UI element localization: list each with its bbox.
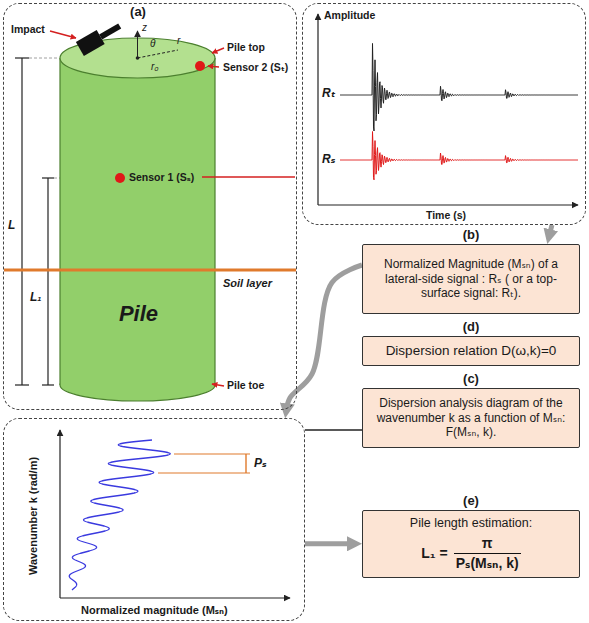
dimension-tick: [15, 57, 29, 58]
origin-dot: [136, 56, 140, 60]
magnitude-axis: [60, 597, 290, 598]
dispersion-chart-panel: Wavenumber k (rad/m) Normalized magnitude…: [3, 418, 305, 621]
hammer-handle: [99, 23, 121, 39]
axis-label: r: [177, 35, 180, 47]
top-signal-trace: [340, 43, 578, 131]
period-bracket: [174, 453, 250, 454]
formula-denominator: Pₛ(Mₛₙ, k): [454, 553, 521, 572]
period-bracket: [158, 472, 250, 473]
signal-label: Rₛ: [322, 153, 335, 167]
dimension-line: [47, 178, 48, 385]
leader-arrow: [208, 66, 219, 67]
leader-arrow: [212, 384, 224, 386]
connector-line: [305, 429, 362, 430]
step-letter: (c): [363, 371, 579, 387]
pile-edge: [59, 58, 60, 385]
flow-arrow: [286, 265, 362, 409]
flow-arrow: [549, 225, 551, 235]
side-signal-trace: [340, 132, 578, 180]
axis-label: Amplitude: [324, 9, 375, 21]
signal-label: Rₜ: [322, 87, 335, 101]
r-axis: [138, 50, 179, 58]
axis-label: z: [142, 22, 147, 34]
sensor-dot: [115, 173, 125, 183]
step-letter: (b): [363, 227, 579, 243]
axis-label: Normalized magnitude (Mₛₙ): [81, 604, 228, 617]
impact-label: Impact: [11, 23, 45, 35]
signal-panel: AmplitudeRₜRₛTime (s): [302, 3, 586, 225]
process-box: (b)Normalized Magnitude (Mₛₙ) of a later…: [362, 244, 580, 314]
formula-lhs: L₁ =: [421, 545, 447, 562]
pile-body: [60, 58, 215, 385]
axis-label: Wavenumber k (rad/m): [27, 457, 40, 575]
dimension-tick: [42, 177, 54, 178]
pile-toe-label: Pile toe: [227, 379, 264, 391]
soil-label: Soil layer: [223, 277, 272, 290]
panel-letter: (a): [130, 5, 146, 20]
dimension-label: L: [8, 219, 15, 233]
radius-label: r₀: [151, 61, 159, 73]
formula-fraction: πPₛ(Mₛₙ, k): [454, 535, 521, 572]
k-axis: [59, 430, 60, 598]
pile-edge: [214, 58, 215, 385]
period-label: Pₛ: [254, 457, 267, 471]
sensor-dot: [195, 61, 205, 71]
leader-arrow: [212, 48, 224, 53]
dimension-tick: [15, 384, 29, 385]
box-text: Pile length estimation:: [410, 516, 532, 531]
impact-arrow: [50, 31, 76, 38]
time-axis: [318, 204, 578, 205]
box-text: Dispersion analysis diagram of the waven…: [369, 396, 573, 439]
z-axis: [137, 31, 138, 58]
pile-shape: Pile: [61, 59, 216, 386]
sensor-label: Sensor 2 (Sₜ): [223, 61, 288, 73]
dispersion-curve: [69, 440, 170, 590]
soil-line: [4, 269, 296, 272]
dimension-label: L₁: [30, 291, 42, 305]
sensor-label: Sensor 1 (Sₛ): [129, 171, 194, 183]
result-box: (e)Pile length estimation:L₁ =πPₛ(Mₛₙ, k…: [362, 510, 580, 578]
angle-label: θ: [150, 38, 155, 50]
dimension-tick: [42, 384, 54, 385]
period-bracket: [245, 454, 246, 473]
box-text: Dispersion relation D(ω,k)=0: [386, 343, 557, 359]
pile-label: Pile: [119, 301, 158, 326]
process-box: (c)Dispersion analysis diagram of the wa…: [362, 388, 580, 448]
leader-line: [202, 176, 295, 177]
formula-row: L₁ = πPₛ(Mₛₙ, k): [421, 535, 520, 572]
dimension-line: [21, 58, 22, 385]
amplitude-axis: [317, 14, 318, 205]
pile-model-panel: Pile (a) Impact zPile top r θ r₀ Sensor 2 (Sₜ) S…: [3, 3, 297, 410]
flow-arrow: [305, 541, 353, 546]
extension-line: [29, 58, 58, 59]
step-letter: (e): [363, 493, 579, 509]
step-letter: (d): [363, 319, 579, 335]
pile-top-label: Pile top: [227, 41, 265, 53]
process-box: (d)Dispersion relation D(ω,k)=0: [362, 336, 580, 366]
axis-label: Time (s): [426, 209, 466, 221]
box-text: Normalized Magnitude (Mₛₙ) of a lateral-…: [369, 257, 573, 300]
hammer: [76, 19, 124, 56]
formula-numerator: π: [482, 535, 493, 553]
